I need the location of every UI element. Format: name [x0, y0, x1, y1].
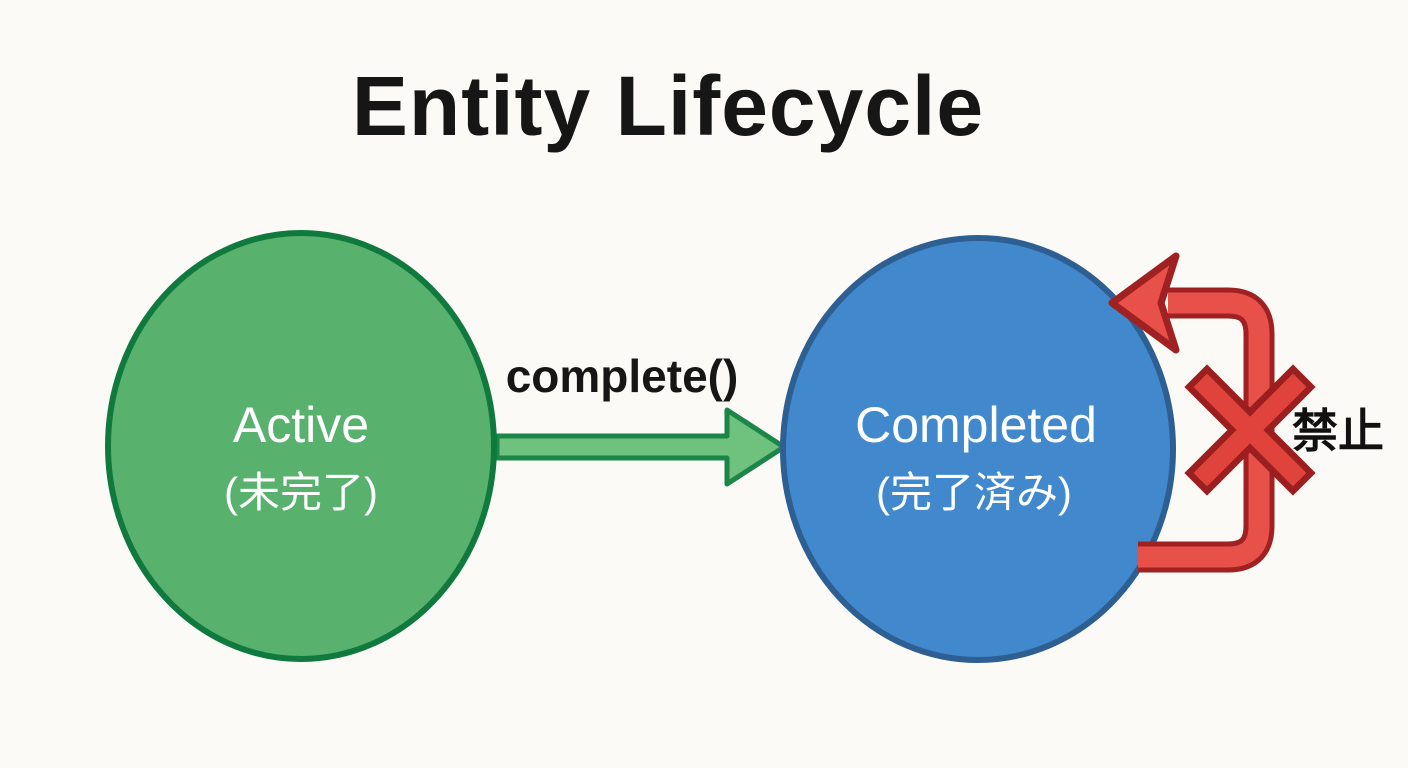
active-state-node: [105, 230, 497, 662]
completed-state-node: [780, 235, 1176, 663]
page-title: Entity Lifecycle: [352, 59, 984, 153]
forbidden-x-icon: [1193, 373, 1307, 487]
forbidden-loop-arrowhead: [1108, 252, 1180, 354]
complete-transition-label: complete(): [506, 350, 739, 402]
complete-transition-arrow: [494, 407, 787, 487]
forbidden-caption: 禁止: [1292, 405, 1384, 457]
active-state-label: Active: [233, 397, 369, 453]
active-state-sublabel: (未完了): [224, 469, 378, 516]
completed-state-sublabel: (完了済み): [876, 469, 1072, 516]
completed-state-label: Completed: [855, 397, 1097, 453]
